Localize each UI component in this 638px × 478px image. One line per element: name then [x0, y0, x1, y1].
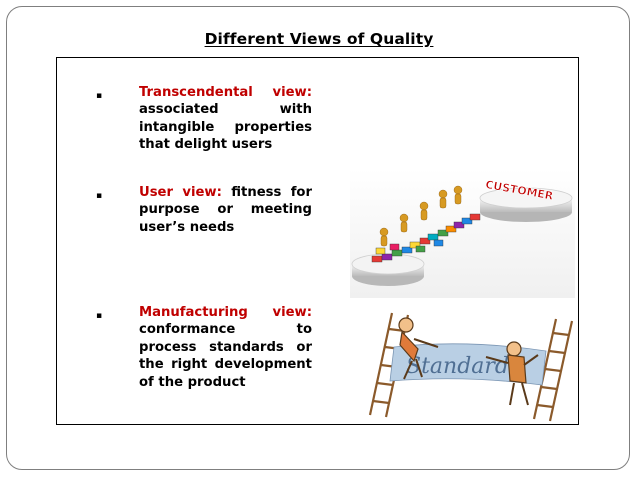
- bullet-icon: ▪: [96, 311, 103, 321]
- transcendental-view-text: associated with intangible properties th…: [139, 102, 312, 153]
- bullet-icon: ▪: [96, 91, 103, 101]
- bullet-icon: ▪: [96, 191, 103, 201]
- transcendental-view-item: Transcendental view: associated with int…: [139, 84, 312, 154]
- user-view-item: User view: fitness for purpose or meetin…: [139, 184, 312, 236]
- standards-label: Standards: [406, 354, 520, 379]
- transcendental-view-heading: Transcendental view:: [139, 85, 312, 100]
- manufacturing-view-heading: Manufacturing view:: [139, 305, 312, 320]
- user-view-heading: User view:: [139, 185, 222, 200]
- manufacturing-view-text: conformance to process standards or the …: [139, 322, 312, 390]
- user-view-text: fitness for purpose or meeting user’s ne…: [139, 185, 312, 235]
- people-on-ladders-standards-illustration: Standards: [368, 312, 574, 422]
- manufacturing-view-item: Manufacturing view: conformance to proce…: [139, 304, 312, 391]
- puzzle-people-to-customer-illustration: CUSTOMER: [350, 168, 575, 298]
- slide-title: Different Views of Quality: [204, 30, 434, 48]
